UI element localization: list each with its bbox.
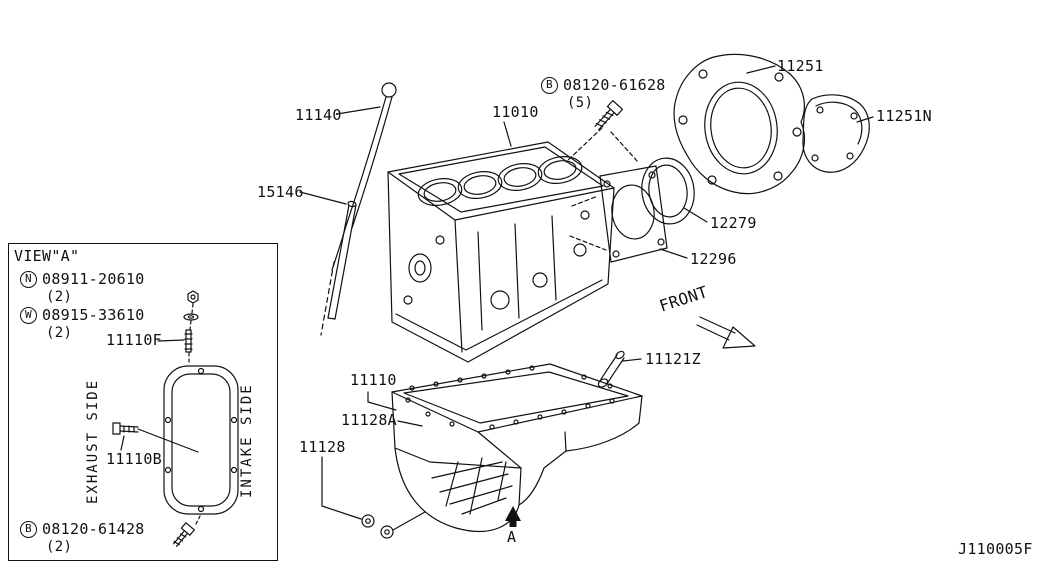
label-pan-bolt: 11128 bbox=[299, 438, 346, 456]
circled-w-icon: W bbox=[20, 307, 37, 324]
stud-icon bbox=[185, 329, 192, 353]
circled-b-icon: B bbox=[20, 521, 37, 538]
front-arrow bbox=[696, 316, 756, 349]
dipstick-guide-drawing bbox=[327, 200, 357, 320]
bolt-icon-drawing bbox=[565, 100, 639, 163]
part-number: 08120-61628 bbox=[563, 76, 666, 95]
leader-lines bbox=[299, 65, 874, 531]
pan-bolt-washers-drawing bbox=[361, 514, 394, 539]
label-oil-pan: 11110 bbox=[350, 371, 397, 389]
label-bolt-08120-61628-qty: (5) bbox=[567, 95, 594, 111]
washer-icon bbox=[183, 313, 199, 321]
oil-pan-drawing bbox=[391, 350, 643, 532]
label-pan-bolt-a: 11128A bbox=[341, 411, 397, 429]
label-bolt-11110b: 11110B bbox=[106, 450, 162, 468]
flange-bolt-icon bbox=[172, 522, 195, 547]
label-dust-cover: 11251N bbox=[876, 107, 932, 125]
diagram-code: J110005F bbox=[958, 540, 1033, 558]
view-a-box bbox=[8, 243, 278, 561]
cylinder-block-drawing bbox=[387, 141, 615, 363]
nut-icon bbox=[187, 290, 199, 304]
view-a-title: VIEW"A" bbox=[14, 247, 80, 265]
label-rear-oil-seal: 12279 bbox=[710, 214, 757, 232]
view-a-box-art bbox=[112, 290, 239, 547]
label-dipstick: 11140 bbox=[295, 106, 342, 124]
label-exhaust-side: EXHAUST SIDE bbox=[85, 378, 101, 504]
circled-b-icon: B bbox=[541, 77, 558, 94]
circled-n-icon: N bbox=[20, 271, 37, 288]
label-flange-bolt-qty: (2) bbox=[46, 539, 73, 555]
label-view-arrow-a: A bbox=[507, 528, 517, 546]
label-rear-plate: 11251 bbox=[777, 57, 824, 75]
label-cylinder-block: 11010 bbox=[492, 103, 539, 121]
label-oil-level-tube: 11121Z bbox=[645, 350, 701, 368]
label-bolt-08120-61428: B 08120-61428 bbox=[20, 521, 145, 538]
dipstick-drawing bbox=[320, 82, 397, 336]
label-seal-retainer: 12296 bbox=[690, 250, 737, 268]
label-dipstick-guide: 15146 bbox=[257, 183, 304, 201]
rear-oil-seal-drawing bbox=[641, 157, 695, 225]
dust-cover-drawing bbox=[802, 94, 870, 173]
label-nut-qty: (2) bbox=[46, 289, 73, 305]
part-number: 08120-61428 bbox=[42, 520, 145, 539]
seal-retainer-drawing bbox=[569, 165, 668, 263]
part-number: 08911-20610 bbox=[42, 270, 145, 289]
label-washer-08915-33610: W 08915-33610 bbox=[20, 307, 145, 324]
label-washer-qty: (2) bbox=[46, 325, 73, 341]
label-bolt-08120-61628: B 08120-61628 bbox=[541, 77, 666, 94]
view-a-arrow bbox=[505, 506, 521, 527]
bolt-icon bbox=[112, 422, 121, 435]
rear-plate-drawing bbox=[673, 53, 805, 195]
label-nut-08911-20610: N 08911-20610 bbox=[20, 271, 145, 288]
label-intake-side: INTAKE SIDE bbox=[239, 383, 255, 498]
label-stud: 11110F bbox=[106, 331, 162, 349]
part-number: 08915-33610 bbox=[42, 306, 145, 325]
